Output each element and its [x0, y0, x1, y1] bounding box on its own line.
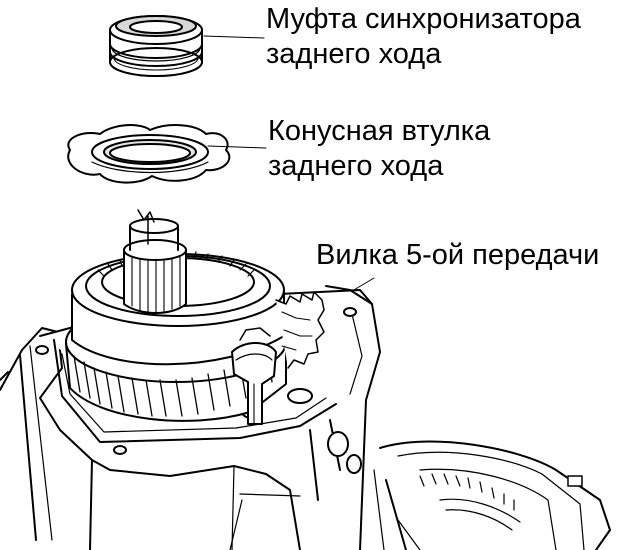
cone-sleeve-label-line1: Конусная втулка — [268, 115, 491, 147]
fifth-gear-fork-part — [231, 327, 277, 425]
sync-sleeve-label-line1: Муфта синхронизатора — [266, 3, 581, 35]
cone-sleeve-part — [67, 124, 231, 184]
synchronizer-sleeve-part — [109, 15, 203, 77]
gear-assembly — [65, 209, 325, 422]
cone-sleeve-label-line2: заднего хода — [268, 150, 444, 182]
fifth-gear-fork-label-line1: Вилка 5-ой передачи — [316, 239, 600, 271]
sync-sleeve-label-line2: заднего хода — [266, 38, 442, 70]
fifth-gear-fork-label: Вилка 5-ой передачи — [316, 238, 599, 273]
cone-sleeve-label: Конусная втулка заднего хода — [268, 114, 490, 184]
sync-sleeve-label: Муфта синхронизатора заднего хода — [266, 2, 581, 72]
